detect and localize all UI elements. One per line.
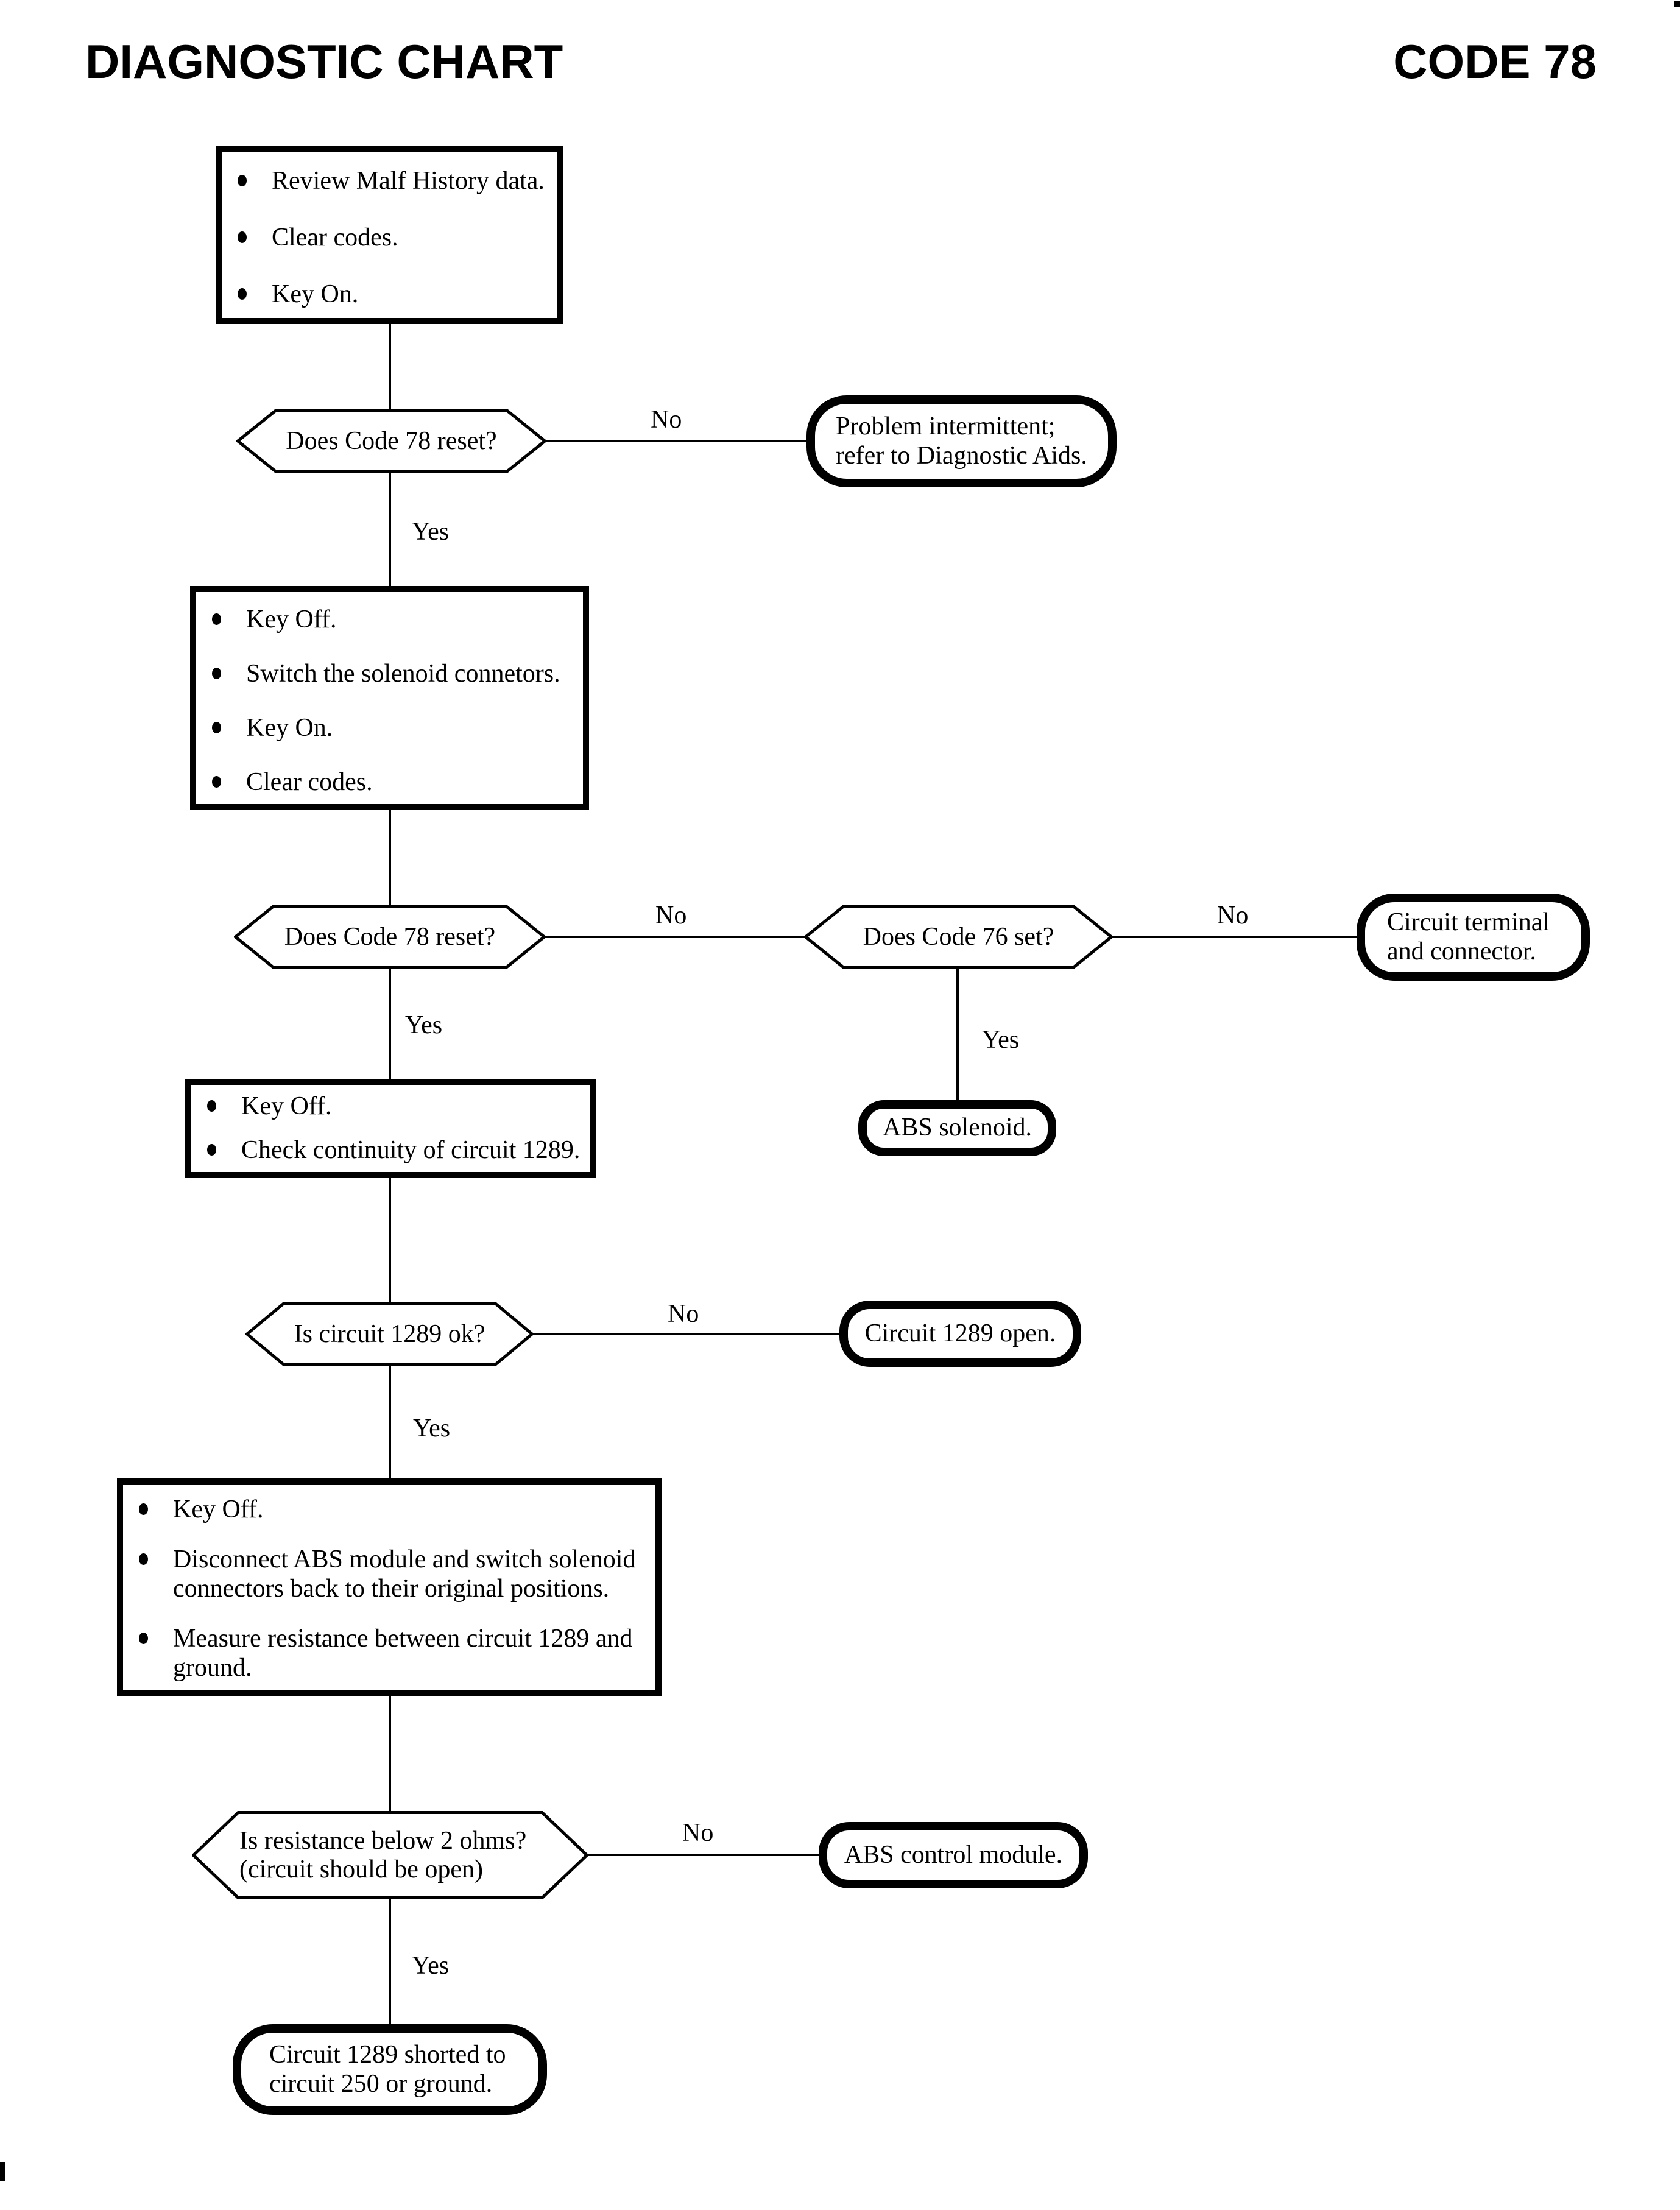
terminal-text-line: Circuit 1289 shorted to <box>269 2041 506 2069</box>
process-box-initial-steps: Review Malf History data. Clear codes. K… <box>216 146 563 324</box>
terminal-text-line: and connector. <box>1387 937 1536 966</box>
step-text: Clear codes. <box>272 223 398 252</box>
terminal-abs-solenoid: ABS solenoid. <box>858 1100 1056 1156</box>
bullet-icon <box>238 231 247 243</box>
step-text: Check continuity of circuit 1289. <box>241 1135 581 1164</box>
decision-does-code-76-set: Does Code 76 set? <box>804 905 1113 969</box>
connector-hex2-to-box3 <box>389 966 391 1081</box>
bullet-list: Key Off. Check continuity of circuit 128… <box>191 1092 590 1165</box>
list-item: Key Off. <box>123 1495 655 1525</box>
connector-hex1-to-box2 <box>389 470 391 588</box>
process-box-check-continuity: Key Off. Check continuity of circuit 128… <box>185 1079 596 1178</box>
bullet-list: Key Off. Switch the solenoid connetors. … <box>196 605 583 797</box>
bullet-list: Review Malf History data. Clear codes. K… <box>222 167 557 309</box>
decision-label: Is resistance below 2 ohms? (circuit sho… <box>192 1811 588 1899</box>
yes-label: Yes <box>413 1414 451 1442</box>
step-text: Measure resistance between circuit 1289 … <box>173 1624 633 1682</box>
connector-hex3-to-term2 <box>1110 936 1359 938</box>
no-label: No <box>682 1819 714 1847</box>
page-title: DIAGNOSTIC CHART <box>85 35 563 88</box>
connector-hex3-to-term3 <box>956 966 959 1103</box>
bullet-icon <box>139 1553 148 1565</box>
list-item: Measure resistance between circuit 1289 … <box>123 1625 655 1683</box>
bullet-icon <box>207 1100 216 1112</box>
list-item: Switch the solenoid connetors. <box>196 660 583 689</box>
connector-hex2-to-hex3 <box>543 936 806 938</box>
step-text: Review Malf History data. <box>272 167 545 195</box>
decision-label: Does Code 78 reset? <box>286 427 497 455</box>
no-label: No <box>1217 902 1249 930</box>
terminal-text-line: Circuit terminal <box>1387 908 1550 937</box>
step-text: Switch the solenoid connetors. <box>246 659 560 688</box>
bullet-icon <box>212 721 221 733</box>
list-item: Review Malf History data. <box>222 167 557 196</box>
code-title: CODE 78 <box>1393 35 1597 88</box>
connector-box2-to-hex2 <box>389 808 391 908</box>
terminal-text-line: ABS control module. <box>844 1840 1063 1869</box>
no-label: No <box>651 406 682 434</box>
process-box-switch-connectors: Key Off. Switch the solenoid connetors. … <box>190 586 589 810</box>
terminal-circuit-1289-open: Circuit 1289 open. <box>839 1301 1081 1367</box>
terminal-circuit-terminal-connector: Circuit terminal and connector. <box>1357 894 1590 981</box>
bullet-icon <box>212 667 221 679</box>
connector-box1-to-hex1 <box>389 322 391 412</box>
list-item: Disconnect ABS module and switch solenoi… <box>123 1545 655 1604</box>
list-item: Key Off. <box>196 605 583 635</box>
yes-label: Yes <box>412 518 450 546</box>
terminal-text-line: Problem intermittent; <box>836 412 1056 441</box>
bullet-icon <box>238 175 247 186</box>
terminal-problem-intermittent: Problem intermittent; refer to Diagnosti… <box>806 395 1117 487</box>
list-item: Clear codes. <box>222 224 557 253</box>
step-text: Key Off. <box>173 1495 264 1523</box>
bullet-icon <box>238 288 247 300</box>
bullet-icon <box>139 1632 148 1644</box>
yes-label: Yes <box>412 1952 450 1980</box>
step-text: Key On. <box>246 713 333 742</box>
decision-resistance-below-2-ohms: Is resistance below 2 ohms? (circuit sho… <box>192 1811 588 1899</box>
list-item: Key Off. <box>191 1092 590 1121</box>
bullet-icon <box>212 775 221 788</box>
decision-label: Is circuit 1289 ok? <box>294 1320 485 1348</box>
terminal-abs-control-module: ABS control module. <box>819 1822 1088 1888</box>
no-label: No <box>655 902 687 930</box>
step-text: Key Off. <box>246 605 337 634</box>
decision-is-circuit-1289-ok: Is circuit 1289 ok? <box>245 1302 534 1366</box>
yes-label: Yes <box>982 1026 1020 1054</box>
step-text: Key Off. <box>241 1092 332 1120</box>
step-text: Clear codes. <box>246 768 373 796</box>
scan-artifact <box>1674 1 1680 7</box>
list-item: Check continuity of circuit 1289. <box>191 1136 590 1165</box>
step-text: Key On. <box>272 280 359 308</box>
list-item: Key On. <box>222 280 557 309</box>
connector-box4-to-hex5 <box>389 1693 391 1813</box>
terminal-text-line: Circuit 1289 open. <box>864 1319 1056 1347</box>
bullet-icon <box>212 613 221 625</box>
list-item: Clear codes. <box>196 768 583 797</box>
bullet-icon <box>207 1143 216 1156</box>
terminal-text-line: refer to Diagnostic Aids. <box>836 441 1087 470</box>
terminal-circuit-1289-shorted: Circuit 1289 shorted to circuit 250 or g… <box>233 2024 547 2115</box>
connector-hex5-to-term5 <box>586 1854 821 1856</box>
decision-label: Does Code 78 reset? <box>284 923 496 951</box>
connector-hex4-to-box4 <box>389 1363 391 1481</box>
decision-text-line: (circuit should be open) <box>239 1855 484 1883</box>
terminal-text-line: ABS solenoid. <box>882 1114 1032 1142</box>
step-text: Disconnect ABS module and switch solenoi… <box>173 1545 636 1603</box>
no-label: No <box>668 1300 699 1328</box>
terminal-text-line: circuit 250 or ground. <box>269 2069 493 2098</box>
connector-box3-to-hex4 <box>389 1176 391 1305</box>
bullet-list: Key Off. Disconnect ABS module and switc… <box>123 1495 655 1682</box>
decision-label: Does Code 76 set? <box>863 923 1054 951</box>
bullet-icon <box>139 1503 148 1515</box>
decision-does-code-78-reset-1: Does Code 78 reset? <box>236 409 546 473</box>
connector-hex4-to-term4 <box>531 1333 842 1335</box>
decision-does-code-78-reset-2: Does Code 78 reset? <box>234 905 546 969</box>
connector-hex5-to-term6 <box>389 1897 391 2027</box>
list-item: Key On. <box>196 714 583 743</box>
scan-artifact <box>0 2162 5 2181</box>
yes-label: Yes <box>405 1011 443 1039</box>
connector-hex1-to-term1 <box>544 440 809 442</box>
decision-text-line: Is resistance below 2 ohms? <box>239 1827 527 1855</box>
process-box-measure-resistance: Key Off. Disconnect ABS module and switc… <box>117 1478 662 1696</box>
